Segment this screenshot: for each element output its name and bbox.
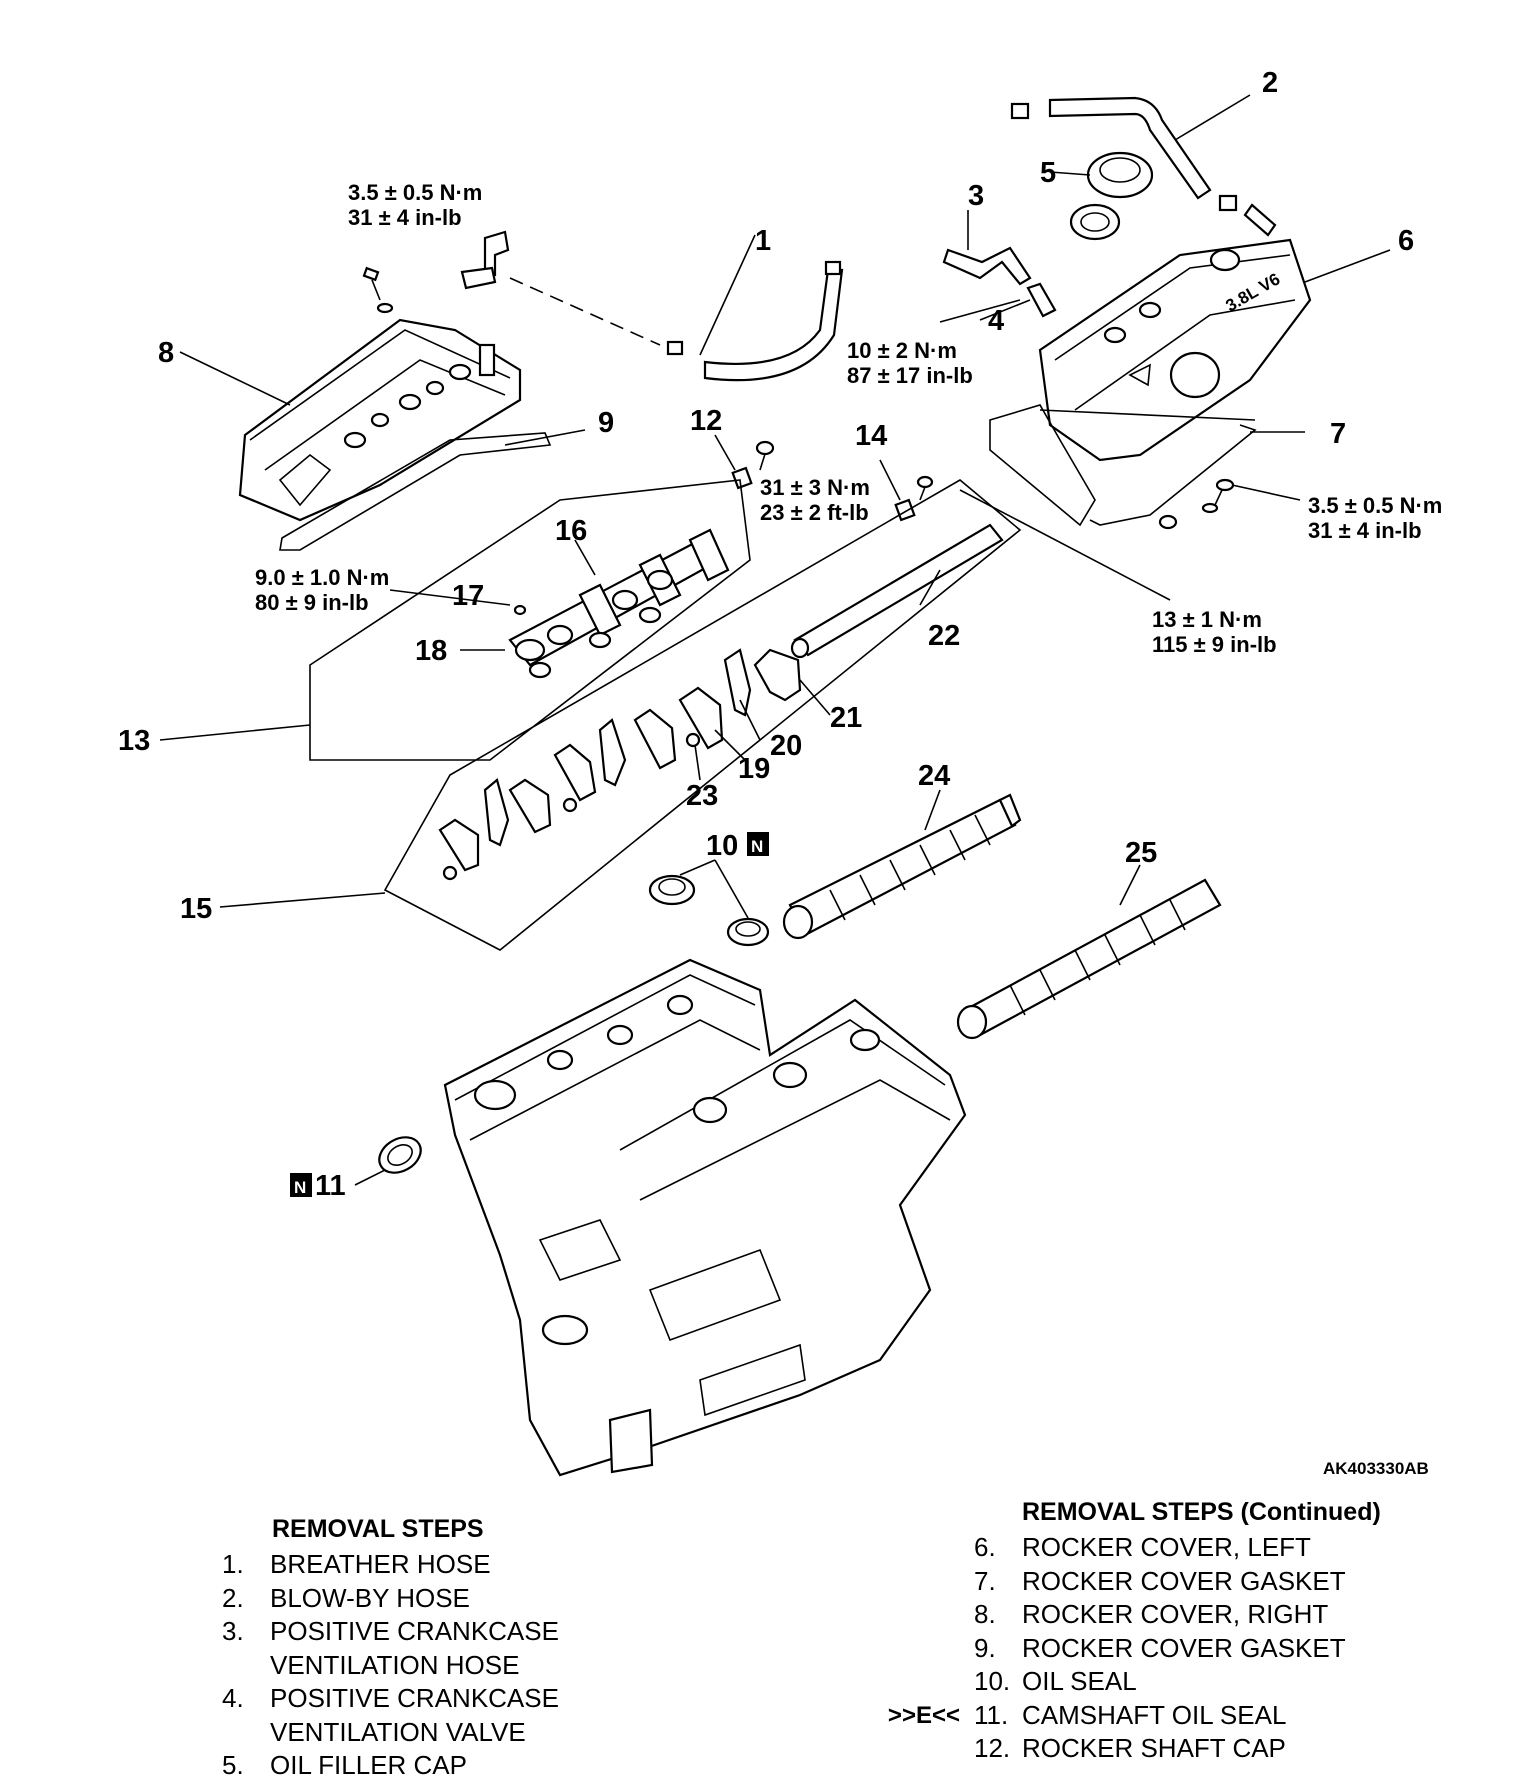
rocker-shaft [790,523,1004,659]
list-item: VENTILATION HOSE [270,1649,520,1680]
blow-by-hose [1010,96,1277,237]
pcv-elbow-left [460,230,510,290]
callout-13: 13 [118,725,150,757]
rocker-assembly-outline [309,479,751,761]
rocker-arm-assembly [508,528,730,679]
callout-14: 14 [855,420,887,452]
callout-15: 15 [180,893,212,925]
callout-9: 9 [598,407,614,439]
removal-steps-right: REMOVAL STEPS (Continued) 6.ROCKER COVER… [860,1498,1381,1766]
new-part-marker-text-10: N [751,837,763,856]
callout-17: 17 [452,580,484,612]
callout-1: 1 [755,225,771,257]
leader-lines [159,94,1391,1186]
camshaft-oil-seal [378,1136,422,1174]
callout-23: 23 [686,780,718,812]
callout-19: 19 [738,753,770,785]
torque-t4-metric: 3.5 ± 0.5 N·m [1308,493,1442,518]
exploded-parts-diagram: 3.8L V6 [118,67,1442,1478]
callout-11: 11 [315,1170,346,1202]
list-item: 10.OIL SEAL [974,1666,1137,1696]
callout-2: 2 [1262,67,1278,99]
list-item: 9.ROCKER COVER GASKET [974,1632,1346,1663]
procedure-mark: >>E<< [887,1701,960,1729]
bolt-cover-right [362,266,394,314]
camshaft-25 [956,878,1222,1040]
torque-t2-imperial: 87 ± 17 in-lb [847,363,973,388]
list-item: 8.ROCKER COVER, RIGHT [974,1599,1329,1629]
callout-25: 25 [1125,837,1157,869]
rocker-cover-gasket-left [989,404,1257,527]
removal-steps-continued-title: REMOVAL STEPS (Continued) [1022,1498,1381,1526]
torque-t3-imperial: 23 ± 2 ft-lb [760,500,869,525]
rocker-cover-right [238,318,522,522]
rocker-cover-left: 3.8L V6 [1038,238,1312,462]
pcv-valve [1026,282,1057,318]
callout-10: 10 [706,830,738,862]
removal-steps-continued-list: 6.ROCKER COVER, LEFT 7.ROCKER COVER GASK… [860,1531,1346,1766]
callout-22: 22 [928,620,960,652]
list-item: 12.ROCKER SHAFT CAP [974,1733,1286,1763]
list-item: VENTILATION VALVE [270,1716,526,1747]
list-item: 4.POSITIVE CRANKCASE [222,1683,559,1713]
torque-t2-metric: 10 ± 2 N·m [847,338,957,363]
new-part-marker-10: N [747,832,769,856]
torque-t3-metric: 31 ± 3 N·m [760,475,870,500]
list-item: 3.POSITIVE CRANKCASE [222,1616,559,1646]
torque-t1-imperial: 31 ± 4 in-lb [348,205,462,230]
rocker-cover-gasket-right [279,432,552,551]
new-part-marker-text-11: N [294,1178,306,1197]
removal-steps-list: 1.BREATHER HOSE 2.BLOW-BY HOSE 3.POSITIV… [222,1548,559,1783]
leader-6-7 [1039,409,1256,421]
callout-18: 18 [415,635,447,667]
list-item: 2.BLOW-BY HOSE [222,1582,470,1613]
rocker-arm-outline [383,479,1022,951]
list-item: >>E<<11.CAMSHAFT OIL SEAL [860,1699,1346,1733]
callout-4: 4 [988,305,1004,337]
torque-t1-metric: 3.5 ± 0.5 N·m [348,180,482,205]
pcv-hose [942,246,1032,286]
removal-steps-left: REMOVAL STEPS 1.BREATHER HOSE 2.BLOW-BY … [222,1515,559,1783]
torque-t6-metric: 13 ± 1 N·m [1152,607,1262,632]
oil-filler-cap [1069,151,1154,241]
figure-id: AK403330AB [1323,1459,1429,1478]
callout-12: 12 [690,405,722,437]
breather-hose [509,260,844,382]
callout-6: 6 [1398,225,1414,257]
torque-t6-imperial: 115 ± 9 in-lb [1152,632,1277,657]
list-item: 1.BREATHER HOSE [222,1549,491,1579]
callout-3: 3 [968,180,984,212]
callout-20: 20 [770,730,802,762]
callout-5: 5 [1040,157,1056,189]
callout-7: 7 [1330,418,1346,450]
callout-16: 16 [555,515,587,547]
bolt-cover-left [1158,478,1235,530]
torque-t5-metric: 9.0 ± 1.0 N·m [255,565,389,590]
removal-steps-title: REMOVAL STEPS [272,1515,484,1543]
callout-21: 21 [830,702,862,734]
callout-24: 24 [918,760,950,792]
engine-block [443,958,967,1477]
torque-t5-imperial: 80 ± 9 in-lb [255,590,369,615]
camshaft-24 [782,793,1022,940]
oil-seal [648,874,770,947]
callout-8: 8 [158,337,174,369]
new-part-marker-11: N [290,1173,312,1197]
list-item: 5.OIL FILLER CAP [222,1750,467,1780]
list-item: 7.ROCKER COVER GASKET [974,1565,1346,1596]
torque-t4-imperial: 31 ± 4 in-lb [1308,518,1422,543]
rocker-arms-row [438,648,802,881]
list-item: 6.ROCKER COVER, LEFT [974,1532,1311,1562]
